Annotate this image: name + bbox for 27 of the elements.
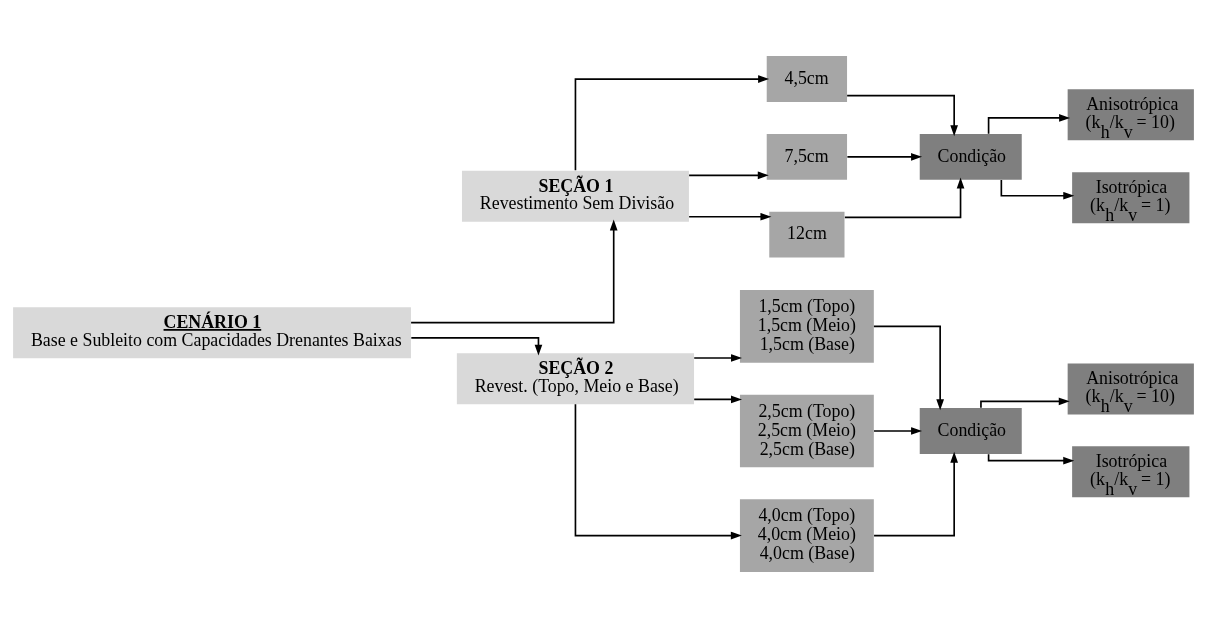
arrow — [980, 397, 1070, 409]
node-box: 4,5cm — [766, 56, 848, 102]
arrow — [873, 325, 944, 411]
node-box: CENÁRIO 1 Base e Subleito com Capacidades Drenantes Baixas — [13, 307, 411, 359]
node-box: Condição — [919, 408, 1022, 454]
arrow — [688, 212, 772, 221]
node-box: 1,5cm (Topo) 1,5cm (Meio) 1,5cm (Base) — [739, 290, 874, 363]
node-box: SEÇÃO 2 Revest. (Topo, Meio e Base) — [456, 353, 695, 405]
arrow — [688, 171, 769, 180]
node-box: 2,5cm (Topo) 2,5cm (Meio) 2,5cm (Base) — [739, 394, 874, 468]
node-box: 7,5cm — [766, 133, 848, 180]
node-box: SEÇÃO 1 Revestimento Sem Divisão — [461, 170, 689, 222]
arrow — [987, 453, 1075, 465]
arrow — [410, 219, 618, 324]
node-box: 4,0cm (Topo) 4,0cm (Meio) 4,0cm (Base) — [739, 499, 874, 572]
arrow — [574, 75, 770, 172]
arrow — [844, 177, 965, 219]
arrow — [846, 153, 923, 161]
arrow — [873, 427, 923, 435]
node-box: Condição — [919, 133, 1022, 180]
node-box: 12cm — [769, 211, 845, 258]
arrow — [693, 354, 742, 362]
arrow — [873, 451, 958, 537]
arrow — [574, 403, 742, 540]
arrow — [410, 337, 543, 356]
arrow — [693, 395, 742, 404]
arrow — [846, 94, 958, 137]
